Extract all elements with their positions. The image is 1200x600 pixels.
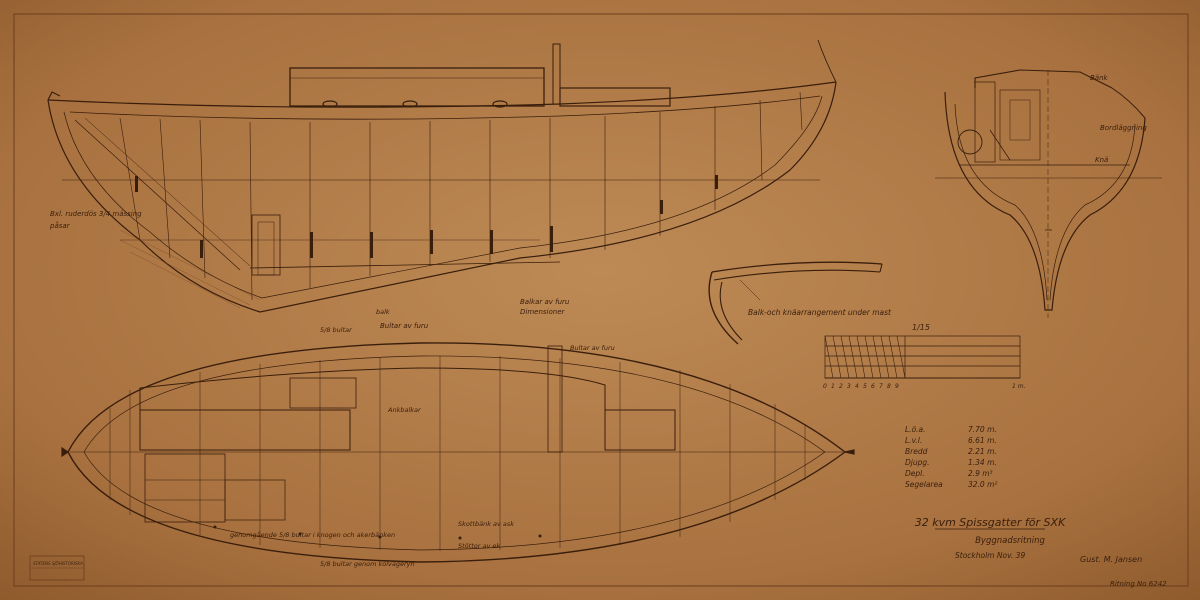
beam-knee-detail	[708, 261, 883, 345]
porthole-icon	[402, 100, 418, 108]
plan-stern-tip	[61, 446, 70, 458]
section-hull-outer	[944, 91, 1146, 311]
title-line-2: Byggnadsritning	[975, 536, 1045, 546]
spec-value: 32.0 m²	[968, 480, 997, 489]
plan-label-ankbalkar: Ankbalkar	[387, 406, 422, 414]
svg-text:1: 1	[831, 383, 835, 390]
svg-text:9: 9	[895, 383, 899, 390]
section-berth-icon	[957, 129, 983, 155]
drawing-number: Ritning No 6242	[1110, 580, 1167, 588]
plan-stem-tip	[844, 449, 855, 455]
section-label-bordlaggning: Bordläggning	[1100, 124, 1147, 132]
section-label-kna: Knä	[1095, 156, 1108, 164]
plan-label-bultar-58: 5/8 bultar	[320, 326, 353, 334]
profile-stem	[817, 39, 837, 83]
porthole-icon	[492, 100, 508, 108]
svg-text:6: 6	[871, 383, 875, 390]
plan-label-skottbank: Skottbänk av ask	[458, 520, 514, 528]
spec-label: Djupg.	[905, 458, 930, 467]
plan-label-bolts: genomgående 5/8 bultar i knogen och aker…	[230, 530, 395, 539]
profile-deck-inner	[69, 95, 821, 120]
plan-cockpit	[604, 409, 676, 451]
plan-cabin-top	[139, 367, 606, 410]
profile-sheer	[47, 81, 837, 108]
profile-label-dimensions: Dimensioner	[520, 308, 566, 316]
plan-label-balk: balk	[376, 308, 390, 316]
beam-arc	[711, 261, 883, 273]
spec-table: L.ö.a. 7.70 m. L.v.l. 6.61 m. Bredd 2.21…	[905, 425, 997, 489]
plan-mast-partner	[547, 345, 563, 453]
section-label-bank: Bänk	[1090, 74, 1109, 82]
profile-view	[47, 39, 837, 313]
section-hull-inner	[954, 103, 1048, 301]
spec-label: L.v.l.	[905, 436, 922, 445]
knee-curve	[708, 271, 739, 345]
svg-text:0: 0	[823, 383, 827, 390]
section-cabin	[974, 69, 1113, 89]
scale-label: 1/15	[912, 323, 930, 332]
profile-hull-inner	[63, 95, 823, 299]
svg-text:3: 3	[847, 383, 851, 390]
profile-label-pasar: påsar	[49, 221, 71, 230]
profile-sternpost	[47, 91, 61, 101]
spec-value: 7.70 m.	[968, 425, 997, 434]
plan-view	[61, 342, 855, 563]
spec-label: Bredd	[905, 447, 928, 456]
porthole-icon	[322, 100, 338, 108]
scale-end-label: 1 m.	[1012, 383, 1026, 390]
plan-frames	[109, 356, 806, 551]
plan-label-bultar-furu: Bultar av furu	[570, 344, 615, 352]
svg-text:8: 8	[887, 383, 891, 390]
svg-text:7: 7	[879, 383, 883, 390]
paper-border	[13, 13, 1189, 587]
archive-stamp: STATENS SJÖHISTORISKA	[29, 555, 85, 581]
plan-label-stottor: Stöttor av ek	[458, 542, 500, 550]
spec-value: 2.9 m³	[968, 469, 993, 478]
scale-bar	[824, 335, 1021, 379]
svg-text:2: 2	[839, 383, 843, 390]
spec-label: Segelarea	[905, 480, 943, 489]
profile-label-bultar: Bultar av furu	[380, 322, 429, 330]
svg-text:5: 5	[863, 383, 867, 390]
title-line-1: 32 kvm Spissgatter för SXK	[915, 516, 1066, 529]
profile-label-rudder: Bxl. ruderdös 3/4 mässing	[50, 210, 142, 218]
title-place-date: Stockholm Nov. 39	[955, 551, 1025, 560]
profile-cabin	[289, 67, 545, 107]
plan-label-keel-bolts: 5/8 bultar genom kölvägeryn	[320, 560, 415, 568]
plan-cabin-house	[139, 409, 351, 451]
title-signature: Gust. M. Jansen	[1080, 555, 1142, 564]
beam-detail-title: Balk-och knäarrangement under mast	[748, 308, 892, 317]
profile-mast-step	[552, 43, 561, 105]
spec-value: 6.61 m.	[968, 436, 997, 445]
scale-ticks: 0 1 2 3 4 5 6 7 8 9	[823, 383, 899, 390]
profile-label-balkar: Balkar av furu	[520, 298, 570, 306]
svg-text:4: 4	[855, 383, 859, 390]
spec-label: Depl.	[905, 469, 925, 478]
spec-label: L.ö.a.	[905, 425, 926, 434]
spec-value: 2.21 m.	[968, 447, 997, 456]
spec-value: 1.34 m.	[968, 458, 997, 467]
stamp-text: STATENS SJÖHISTORISKA	[33, 561, 83, 566]
midship-section	[935, 69, 1162, 318]
profile-hull-bottom	[47, 81, 837, 313]
